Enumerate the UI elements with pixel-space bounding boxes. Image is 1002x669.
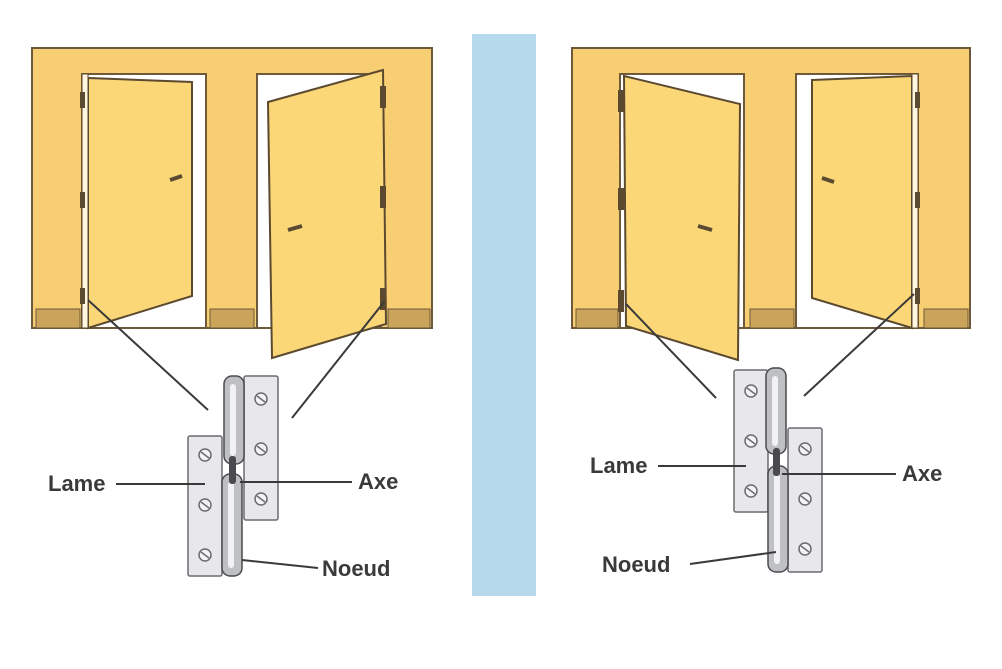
screw-slot <box>256 445 266 453</box>
axe-label: Axe <box>902 461 942 486</box>
door-icon <box>811 73 920 330</box>
door-hinge-mark <box>80 288 85 304</box>
screw-slot <box>200 501 210 509</box>
hinge-pin <box>229 456 236 484</box>
hinge-pin <box>773 448 780 476</box>
door-handle <box>697 224 713 232</box>
noeud-leader <box>689 551 777 565</box>
screw-slot <box>200 551 210 559</box>
door-icon <box>618 74 742 362</box>
hinge-icon <box>733 367 823 573</box>
leader-line <box>291 301 385 419</box>
door-hinge-mark <box>380 186 386 208</box>
screw-slot <box>800 495 810 503</box>
screw-slot <box>800 545 810 553</box>
door-hinge-mark <box>915 192 920 208</box>
left-panel: Lame Axe Noeud <box>31 47 433 581</box>
door-hinge-mark <box>80 192 85 208</box>
noeud-label: Noeud <box>322 556 390 581</box>
screw-slot <box>746 387 756 395</box>
right-baseboard-3 <box>923 308 969 329</box>
door-hinge-mark <box>618 290 624 312</box>
screw-slot <box>746 437 756 445</box>
panel-divider <box>472 34 536 596</box>
door-icon <box>80 73 193 330</box>
leader-line <box>87 299 209 411</box>
door-hinge-mark <box>915 288 920 304</box>
screw-slot <box>746 487 756 495</box>
noeud-leader <box>241 559 319 569</box>
door-handle <box>287 224 303 232</box>
left-baseboard-1 <box>35 308 81 329</box>
leader-line <box>625 303 717 399</box>
noeud-label: Noeud <box>602 552 670 577</box>
door-handle <box>169 174 183 182</box>
screw-slot <box>200 451 210 459</box>
right-baseboard-1 <box>575 308 619 329</box>
door-hinge-mark <box>618 90 624 112</box>
door-hinge-mark <box>380 288 386 310</box>
screw-slot <box>256 395 266 403</box>
door-hinge-mark <box>80 92 85 108</box>
axe-label: Axe <box>358 469 398 494</box>
screw-slot <box>256 495 266 503</box>
door-hinge-mark <box>380 86 386 108</box>
lame-label: Lame <box>48 471 105 496</box>
door-hinge-mark <box>618 188 624 210</box>
leader-line <box>803 293 915 397</box>
screw-slot <box>800 445 810 453</box>
right-panel: Lame Axe Noeud <box>571 47 971 577</box>
hinge-icon <box>187 375 279 577</box>
door-hinge-mark <box>915 92 920 108</box>
lame-label: Lame <box>590 453 647 478</box>
right-baseboard-2 <box>749 308 795 329</box>
left-baseboard-2 <box>209 308 255 329</box>
left-baseboard-3 <box>387 308 431 329</box>
door-icon <box>266 68 388 360</box>
door-handle <box>821 176 835 184</box>
